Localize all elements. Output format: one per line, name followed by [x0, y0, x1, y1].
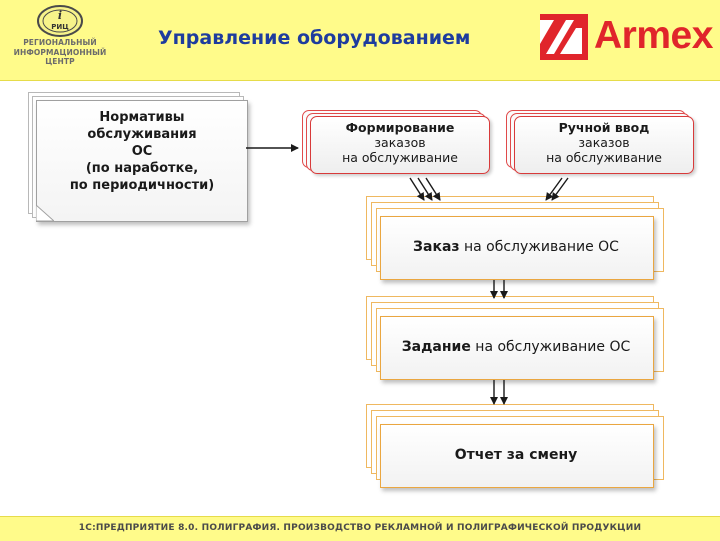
armex-mark-icon	[540, 14, 588, 60]
page-title: Управление оборудованием	[158, 27, 471, 49]
arrow-auto-to-order	[409, 177, 425, 201]
service-order-label: Заказ на обслуживание ОС	[380, 216, 652, 278]
process-line: на обслуживание	[342, 150, 458, 165]
service-task-document: Задание на обслуживание ОС	[366, 296, 666, 382]
service-task-label: Задание на обслуживание ОС	[380, 316, 652, 378]
process-line: Формирование	[345, 120, 455, 135]
shift-report-document: Отчет за смену	[366, 404, 666, 490]
process-line: на обслуживание	[546, 150, 662, 165]
process-front: Формирование заказов на обслуживание	[310, 116, 490, 174]
folded-corner-icon	[36, 205, 54, 221]
ric-logo: i РИЦ РЕГИОНАЛЬНЫЙ ИНФОРМАЦИОННЫЙ ЦЕНТР	[8, 4, 112, 76]
ric-emblem-text: РИЦ	[51, 23, 69, 31]
ric-caption-line: ЦЕНТР	[45, 57, 75, 66]
footer-bar: 1С:ПРЕДПРИЯТИЕ 8.0. ПОЛИГРАФИЯ. ПРОИЗВОД…	[0, 516, 720, 541]
label-bold: Задание	[401, 339, 471, 355]
normatives-line: (по наработке,	[85, 161, 199, 176]
shift-report-label: Отчет за смену	[380, 424, 652, 486]
process-line: Ручной ввод	[558, 120, 650, 135]
arrow-auto-to-order	[417, 177, 433, 201]
ric-caption-line: ИНФОРМАЦИОННЫЙ	[13, 47, 107, 57]
normatives-line: обслуживания	[87, 127, 197, 142]
label-rest: на обслуживание ОС	[470, 339, 631, 355]
document-front: Нормативы обслуживания ОС (по наработке,…	[36, 100, 248, 222]
auto-orders-process: Формирование заказов на обслуживание	[302, 110, 490, 174]
process-line: заказов	[578, 135, 630, 150]
label-bold: Заказ	[413, 239, 460, 255]
label-bold: Отчет за смену	[454, 447, 578, 463]
service-order-document: Заказ на обслуживание ОС	[366, 196, 666, 282]
armex-logo: Armex	[540, 14, 713, 62]
process-line: заказов	[374, 135, 426, 150]
manual-orders-process: Ручной ввод заказов на обслуживание	[506, 110, 694, 174]
ric-caption: РЕГИОНАЛЬНЫЙ ИНФОРМАЦИОННЫЙ ЦЕНТР	[8, 38, 112, 67]
document-front	[380, 424, 654, 488]
arrow-manual-to-order	[551, 177, 569, 201]
document-front	[380, 316, 654, 380]
label-rest: на обслуживание ОС	[459, 239, 619, 255]
normatives-line: ОС	[131, 144, 153, 159]
normatives-document: Нормативы обслуживания ОС (по наработке,…	[28, 92, 248, 222]
document-front	[380, 216, 654, 280]
normatives-line: по периодичности)	[69, 178, 215, 193]
brand-name: Armex	[594, 14, 713, 57]
header-bar: i РИЦ РЕГИОНАЛЬНЫЙ ИНФОРМАЦИОННЫЙ ЦЕНТР …	[0, 0, 720, 81]
auto-orders-label: Формирование заказов на обслуживание	[311, 120, 489, 165]
process-front: Ручной ввод заказов на обслуживание	[514, 116, 694, 174]
manual-orders-label: Ручной ввод заказов на обслуживание	[515, 120, 693, 165]
arrow-auto-to-order	[425, 177, 441, 201]
ric-emblem-icon: i РИЦ	[37, 5, 83, 37]
svg-text:i: i	[58, 9, 62, 22]
normatives-line: Нормативы	[99, 110, 185, 125]
footer-text: 1С:ПРЕДПРИЯТИЕ 8.0. ПОЛИГРАФИЯ. ПРОИЗВОД…	[78, 523, 642, 533]
ric-caption-line: РЕГИОНАЛЬНЫЙ	[23, 38, 97, 47]
arrow-manual-to-order	[545, 177, 563, 201]
normatives-text: Нормативы обслуживания ОС (по наработке,…	[37, 109, 247, 194]
